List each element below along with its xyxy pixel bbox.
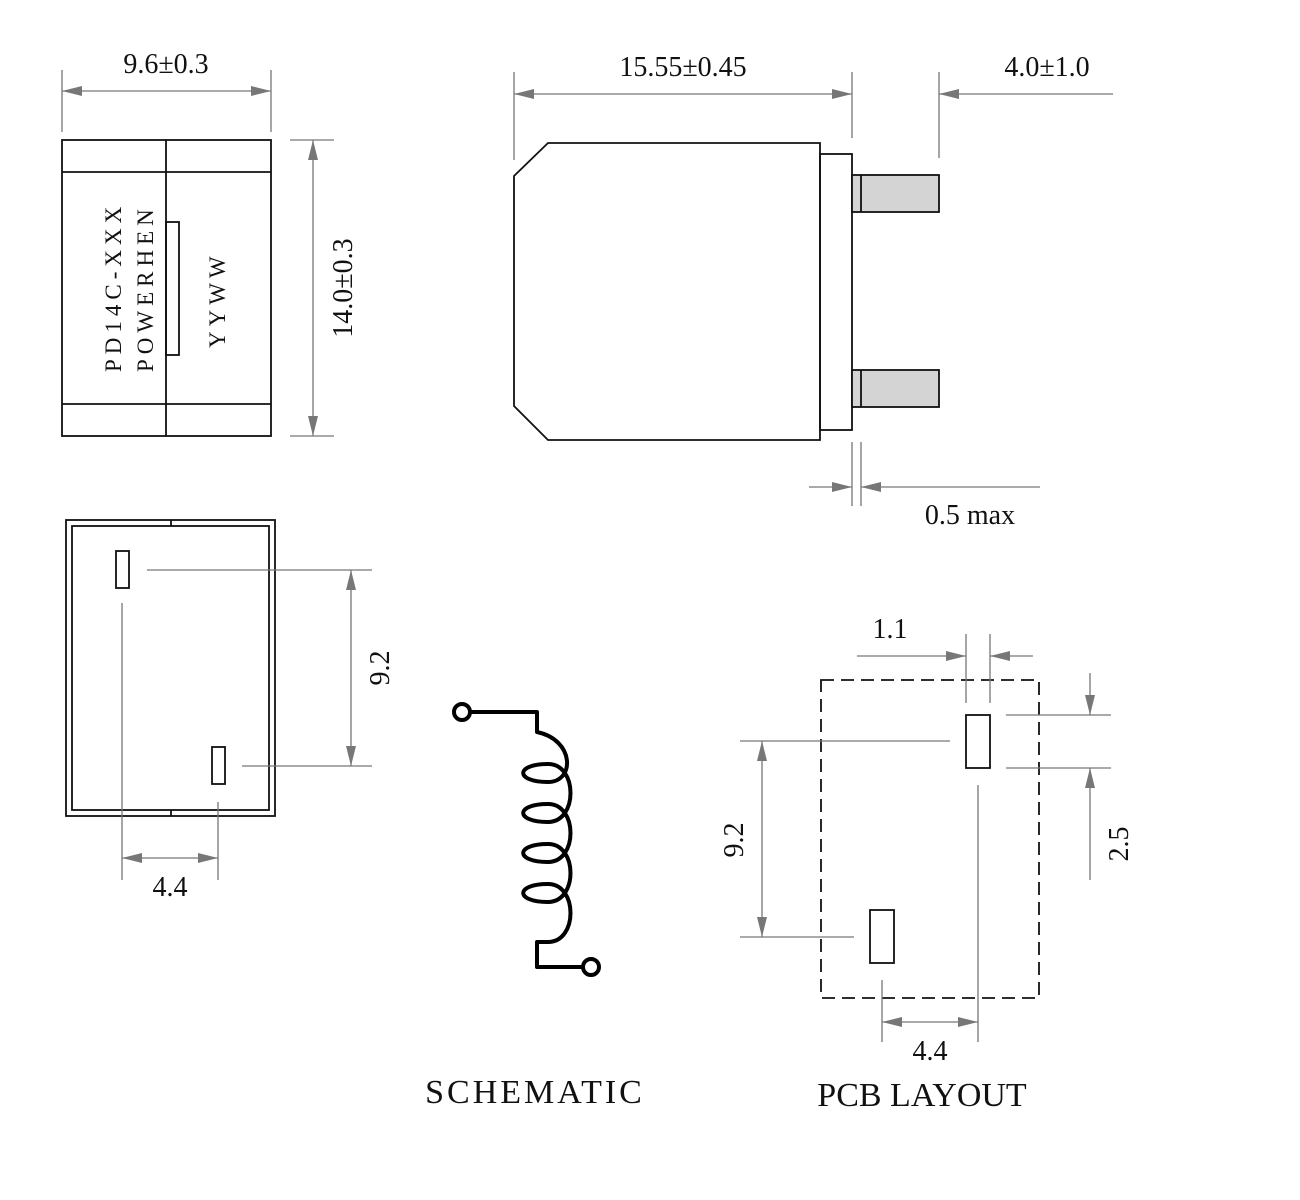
arrowhead <box>958 1017 978 1027</box>
terminal-1 <box>452 702 472 722</box>
arrowhead <box>861 482 881 492</box>
arrowhead <box>308 416 318 436</box>
top-view: PD14C-XXX POWERHEN YYWW 9.6±0.3 14.0±0.3 <box>61 49 359 437</box>
pcb-pitch-h-label: 4.4 <box>913 1036 948 1067</box>
terminal-2 <box>581 957 601 977</box>
arrowhead <box>346 746 356 766</box>
bottom-view-pad-1 <box>115 550 130 589</box>
arrowhead <box>882 1017 902 1027</box>
top-height-dim-label: 14.0±0.3 <box>328 238 359 337</box>
side-view: 15.55±0.45 4.0±1.0 0.5 max <box>513 52 1113 531</box>
arrowhead <box>308 140 318 160</box>
side-length-dim-label: 15.55±0.45 <box>619 52 746 83</box>
bottom-view: 9.2 4.4 <box>65 519 396 903</box>
arrowhead <box>198 853 218 863</box>
arrowhead <box>346 570 356 590</box>
side-view-base-plate <box>819 153 853 431</box>
arrowhead <box>939 89 959 99</box>
pad-width-label: 1.1 <box>873 614 908 645</box>
pcb-layout: 1.1 2.5 9.2 4.4 PCB LAYOUT <box>719 614 1135 1114</box>
arrowhead <box>757 917 767 937</box>
side-view-body <box>513 142 821 441</box>
lead-dim-label: 4.0±1.0 <box>1004 52 1089 83</box>
standoff-dim-label: 0.5 max <box>925 500 1015 531</box>
arrowhead <box>832 482 852 492</box>
schematic: SCHEMATIC <box>425 702 645 1111</box>
marking-date-code: YYWW <box>205 251 230 348</box>
bottom-view-pad-2 <box>211 746 226 785</box>
bottom-pitch-v-label: 9.2 <box>365 651 396 686</box>
arrowhead <box>832 89 852 99</box>
side-view-lead-top <box>851 174 940 213</box>
pcb-footprint-outline <box>820 679 1040 999</box>
arrowhead <box>990 651 1010 661</box>
schematic-caption: SCHEMATIC <box>425 1074 645 1111</box>
marking-brand: POWERHEN <box>133 204 158 372</box>
pcb-pitch-v-label: 9.2 <box>719 823 750 858</box>
bottom-view-outer <box>65 519 276 817</box>
arrowhead <box>1085 695 1095 715</box>
bottom-view-inner <box>71 525 270 811</box>
arrowhead <box>1085 768 1095 788</box>
arrowhead <box>251 86 271 96</box>
top-width-dim-label: 9.6±0.3 <box>123 49 208 80</box>
arrowhead <box>946 651 966 661</box>
pcb-pad-1 <box>965 714 991 769</box>
inductor-coil-symbol <box>471 710 583 969</box>
arrowhead <box>62 86 82 96</box>
arrowhead <box>122 853 142 863</box>
pcb-pad-2 <box>869 909 895 964</box>
arrowhead <box>757 741 767 761</box>
side-view-lead-bottom <box>851 369 940 408</box>
marking-part-number: PD14C-XXX <box>101 202 126 372</box>
pad-length-label: 2.5 <box>1104 827 1135 862</box>
pcb-layout-caption: PCB LAYOUT <box>817 1077 1027 1114</box>
arrowhead <box>514 89 534 99</box>
bottom-pitch-h-label: 4.4 <box>153 872 188 903</box>
top-view-marking-bar <box>165 221 180 356</box>
